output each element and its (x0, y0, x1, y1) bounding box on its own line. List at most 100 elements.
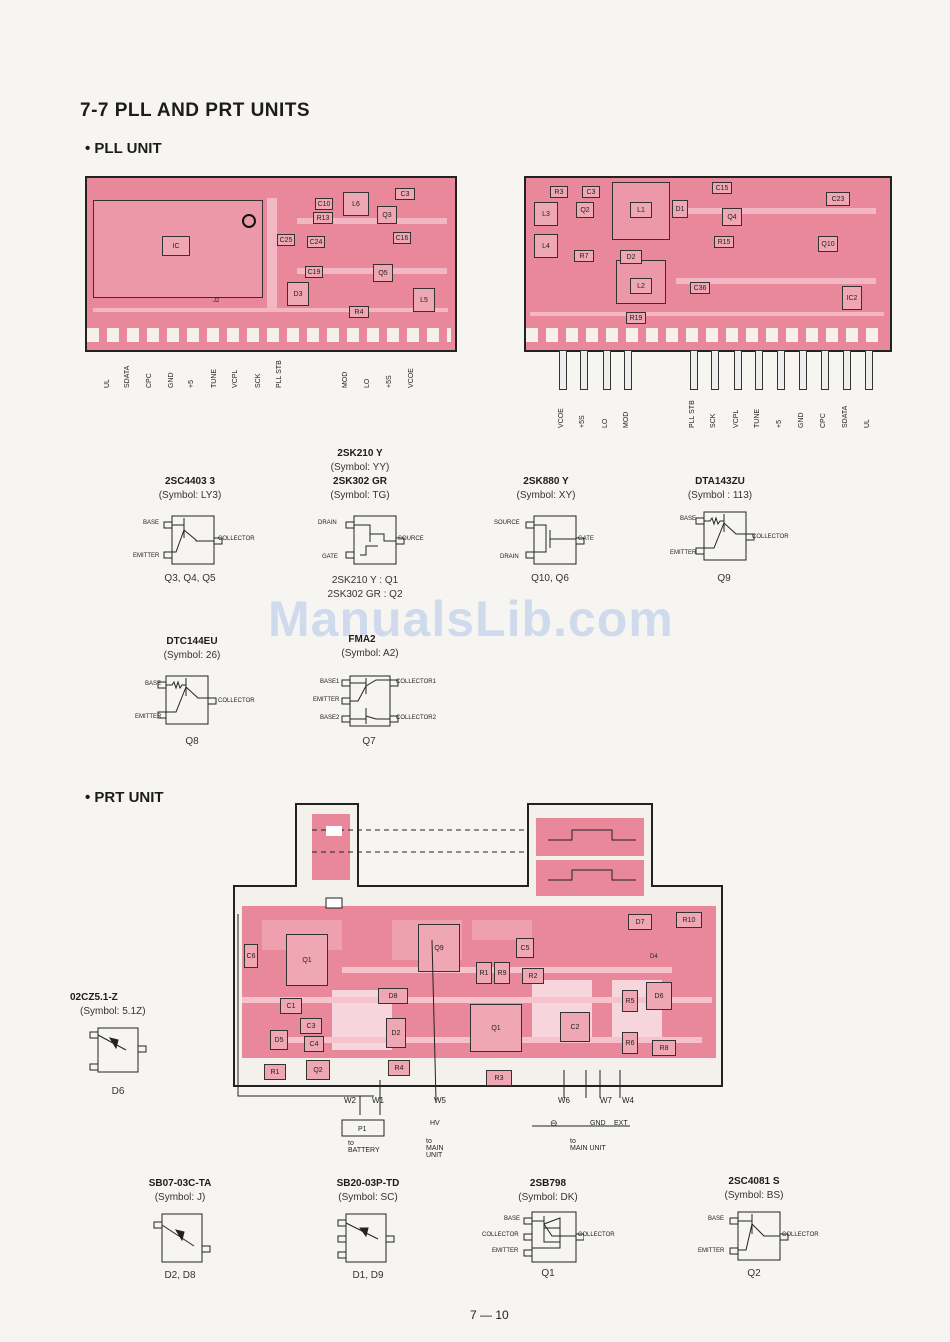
part-label: L5 (413, 288, 435, 312)
part-caption: Q7 (362, 736, 376, 747)
transistor-diagram (695, 511, 755, 561)
part-label: C3 (395, 188, 415, 200)
part-label: R2 (522, 968, 544, 984)
pin-label: +5S (579, 415, 586, 428)
part-symbol: (Symbol: LY3) (158, 490, 222, 501)
part-label: L2 (630, 278, 652, 294)
part-symbol: (Symbol: J) (154, 1192, 206, 1203)
pin-label: EMITTER (133, 553, 160, 559)
part-label: R3 (550, 186, 568, 198)
part-caption: Q3, Q4, Q5 (164, 573, 216, 584)
pin-label: EMITTER (313, 697, 340, 703)
part-label: R4 (388, 1060, 410, 1076)
part-label: C16 (393, 232, 411, 244)
pin-label: DRAIN (318, 520, 337, 526)
part-name: 02CZ5.1-Z (70, 992, 118, 1003)
part-name: DTA143ZU (695, 476, 745, 487)
pll-board-left: IC C10 C25 L6 R13 Q3 C3 C24 C16 C19 Q5 D… (85, 176, 457, 352)
pin-label: LO (364, 378, 371, 388)
pin-leg (690, 350, 698, 390)
destination-label: to MAIN UNIT (426, 1138, 444, 1159)
pin-label: MOD (623, 411, 630, 428)
wire-label: W4 (622, 1096, 634, 1105)
pin-label: COLLECTOR1 (396, 679, 436, 685)
part-label: R4 (349, 306, 369, 318)
part-symbol: (Symbol: 5.1Z) (80, 1006, 146, 1017)
pin-label: EMITTER (698, 1248, 725, 1254)
connector-label: P1 (358, 1126, 367, 1133)
part-name: DTC144EU (166, 636, 218, 647)
fet-diagram (525, 515, 585, 565)
part-caption: D1, D9 (352, 1270, 384, 1281)
part-label: C10 (315, 198, 333, 210)
part-label: D3 (287, 282, 309, 306)
pin-leg (711, 350, 719, 390)
part-label: Q1 (286, 934, 328, 986)
pin-label: GND (168, 372, 175, 388)
prt-section-title: • PRT UNIT (85, 789, 164, 806)
pin-label: BASE (504, 1216, 521, 1222)
part-label: L4 (534, 234, 558, 258)
part-label: R15 (714, 236, 734, 248)
pin-label: BASE (145, 681, 162, 687)
part-label: Q5 (373, 264, 393, 282)
wire-label: W1 (372, 1096, 384, 1105)
part-label: Q2 (576, 202, 594, 218)
pin-leg (559, 350, 567, 390)
pin-label: +5S (386, 375, 393, 388)
part-label: Q4 (722, 208, 742, 226)
pin-label: COLLECTOR (578, 1232, 615, 1238)
pin-label: PLL STB (276, 360, 283, 388)
pin-label: SDATA (124, 365, 131, 388)
part-name: 2SB798 (529, 1178, 567, 1189)
part-caption: 2SK210 Y : Q1 (331, 575, 399, 586)
hv-label: HV (430, 1120, 440, 1127)
pin-label: COLLECTOR2 (396, 715, 436, 721)
part-label: C5 (516, 938, 534, 958)
part-label: D2 (620, 250, 642, 264)
part-label: R9 (494, 962, 510, 984)
part-label: C2 (560, 1012, 590, 1042)
fet-diagram (345, 515, 405, 565)
pin-leg (799, 350, 807, 390)
part-label: R1 (476, 962, 492, 984)
part-label: Q2 (306, 1060, 330, 1080)
transistor-diagram (729, 1211, 789, 1261)
destination-label: to BATTERY (348, 1140, 380, 1154)
pin-label: PLL STB (689, 400, 696, 428)
mount-hole (242, 214, 256, 228)
part-label: R19 (626, 312, 646, 324)
edge-connector (526, 328, 886, 342)
part-label: IC2 (842, 286, 862, 310)
part-label: R13 (313, 212, 333, 224)
part-label: C24 (307, 236, 325, 248)
part-label: Q9 (418, 924, 460, 972)
part-label: R1 (264, 1064, 286, 1080)
part-label: C1 (280, 998, 302, 1014)
pin-leg (865, 350, 873, 390)
part-symbol: (Symbol: BS) (724, 1190, 784, 1201)
pll-board-right: R3 C3 L1 D1 C15 L3 Q2 Q4 C23 L4 R7 D2 R1… (524, 176, 892, 352)
diode-diagram (337, 1213, 395, 1263)
page-heading: 7-7 PLL AND PRT UNITS (80, 100, 311, 121)
pin-label: BASE (143, 520, 160, 526)
pin-label: GATE (322, 554, 338, 560)
edge-connector (87, 328, 451, 342)
wire-label: W5 (434, 1096, 446, 1105)
wire-label: W2 (344, 1096, 356, 1105)
pin-label: EMITTER (492, 1248, 519, 1254)
part-label: D6 (646, 982, 672, 1010)
part-symbol: (Symbol: YY) (330, 462, 390, 473)
part-label: R6 (622, 1032, 638, 1054)
pin-label: EMITTER (670, 550, 697, 556)
part-label: L1 (630, 202, 652, 218)
pin-label: COLLECTOR (218, 698, 255, 704)
part-symbol: (Symbol: TG) (330, 490, 390, 501)
diode-diagram (89, 1027, 147, 1073)
part-symbol: (Symbol: A2) (341, 648, 399, 659)
part-label: D5 (270, 1030, 288, 1050)
page-number: 7 — 10 (470, 1308, 509, 1322)
gnd-label: GND (590, 1120, 606, 1127)
part-label: Q1 (470, 1004, 522, 1052)
destination-label: to MAIN UNIT (570, 1138, 606, 1152)
